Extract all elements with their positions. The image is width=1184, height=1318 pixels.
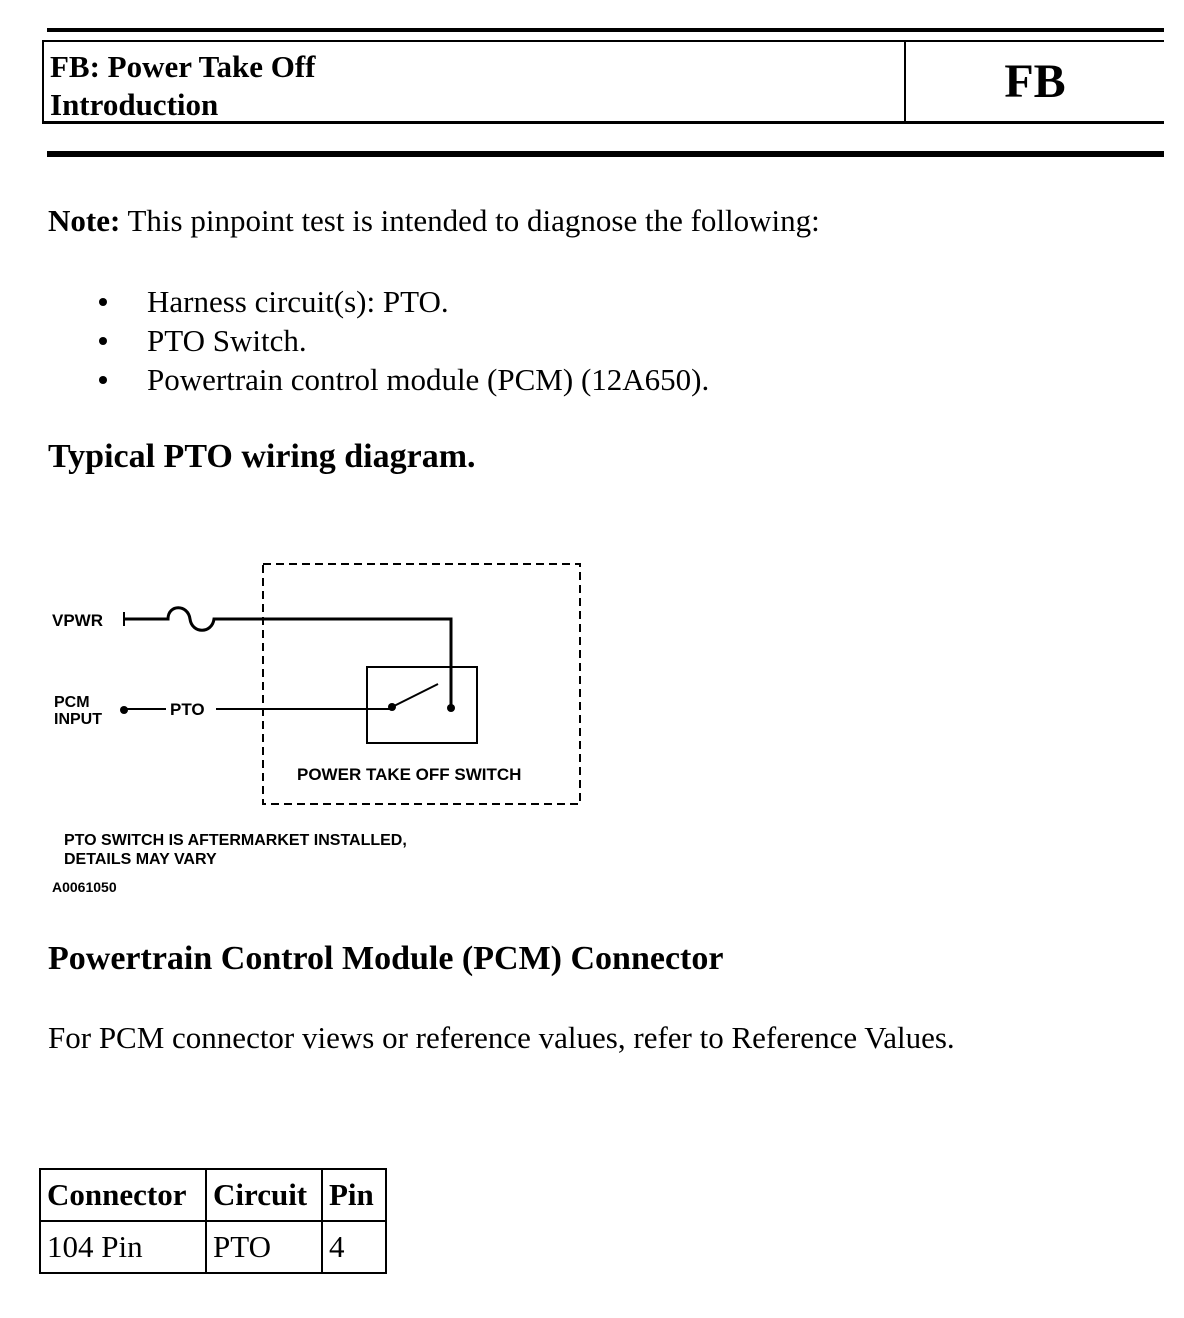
column-header: Connector [39,1168,207,1222]
vpwr-label: VPWR [52,611,103,630]
pcm-heading: Powertrain Control Module (PCM) Connecto… [48,940,724,977]
note-label: Note: [48,203,121,238]
diagnosis-list: Harness circuit(s): PTO. PTO Switch. Pow… [96,282,709,399]
top-rule [47,28,1164,32]
note-text: This pinpoint test is intended to diagno… [120,203,820,238]
header-title-line2: Introduction [50,87,219,122]
diagram-caption-line1: PTO SWITCH IS AFTERMARKET INSTALLED, [64,832,407,849]
pto-wiring-diagram: VPWR PCM INPUT PTO POWER TAKE OFF SWITCH… [52,563,581,895]
pcm-reference-text: For PCM connector views or reference val… [48,1020,955,1055]
switch-box [366,666,478,744]
diagram-caption-line2: DETAILS MAY VARY [64,851,217,868]
page-header: FB: Power Take Off Introduction FB [42,40,1164,124]
switch-label: POWER TAKE OFF SWITCH [297,765,521,784]
list-item: PTO Switch. [96,321,709,360]
switch-lever [391,683,439,708]
pin-table: Connector Circuit Pin 104 Pin PTO 4 [39,1168,387,1274]
pto-wire-label: PTO [170,700,205,719]
header-bottom-rule [47,151,1164,157]
table-row: 104 Pin PTO 4 [39,1220,387,1274]
note-paragraph: Note: This pinpoint test is intended to … [48,203,820,239]
table-header-row: Connector Circuit Pin [39,1168,387,1222]
switch-enclosure-outline [262,563,581,805]
pcm-label-line2: INPUT [54,711,102,728]
diagram-heading: Typical PTO wiring diagram. [48,438,476,475]
column-header: Pin [321,1168,387,1222]
table-cell: 4 [321,1220,387,1274]
column-header: Circuit [205,1168,323,1222]
header-title-line1: FB: Power Take Off [50,49,316,84]
vpwr-wire [124,606,453,707]
list-item: Harness circuit(s): PTO. [96,282,709,321]
switch-contact-right [447,704,455,712]
header-title: FB: Power Take Off Introduction [50,48,316,124]
list-item: Powertrain control module (PCM) (12A650)… [96,360,709,399]
header-divider [904,42,906,121]
table-cell: 104 Pin [39,1220,207,1274]
table-cell: PTO [205,1220,323,1274]
section-code: FB [1004,55,1066,108]
figure-id: A0061050 [52,879,117,895]
pcm-label-line1: PCM [54,694,90,711]
